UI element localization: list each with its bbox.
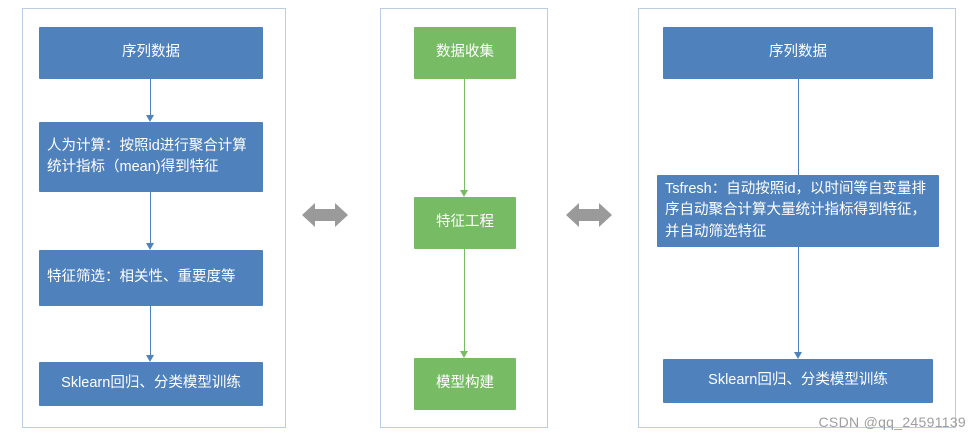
panel-pipeline: 数据收集 特征工程 模型构建 <box>380 8 548 428</box>
node-tsfresh-auto: Tsfresh：自动按照id，以时间等自变量排序自动聚合计算大量统计指标得到特征… <box>657 175 939 247</box>
connector-line <box>798 247 799 355</box>
node-sklearn-train-2: Sklearn回归、分类模型训练 <box>663 359 933 403</box>
connector-line <box>150 306 151 358</box>
watermark-text: CSDN @qq_24591139 <box>818 414 966 430</box>
node-model-build: 模型构建 <box>414 358 516 410</box>
node-manual-compute: 人为计算：按照id进行聚合计算统计指标（mean)得到特征 <box>39 122 263 192</box>
node-seq-data: 序列数据 <box>39 27 263 79</box>
connector-arrowhead <box>460 190 468 197</box>
connector-arrowhead <box>146 355 154 362</box>
connector-arrowhead <box>146 115 154 122</box>
connector-line <box>150 192 151 246</box>
connector-line <box>464 79 465 193</box>
connector-line <box>798 79 799 179</box>
panel-tsfresh-flow: 序列数据 Tsfresh：自动按照id，以时间等自变量排序自动聚合计算大量统计指… <box>638 8 956 428</box>
connector-arrowhead <box>794 352 802 359</box>
connector-arrowhead <box>460 351 468 358</box>
double-arrow-left-mid <box>302 200 348 230</box>
double-arrow-mid-right <box>566 200 612 230</box>
node-feature-engineering: 特征工程 <box>414 197 516 249</box>
panel-manual-flow: 序列数据 人为计算：按照id进行聚合计算统计指标（mean)得到特征 特征筛选：… <box>22 8 286 428</box>
connector-line <box>464 249 465 354</box>
node-feature-select: 特征筛选：相关性、重要度等 <box>39 250 263 306</box>
node-data-collect: 数据收集 <box>414 27 516 79</box>
node-seq-data-2: 序列数据 <box>663 27 933 79</box>
connector-arrowhead <box>146 243 154 250</box>
node-sklearn-train: Sklearn回归、分类模型训练 <box>39 362 263 406</box>
connector-line <box>150 79 151 118</box>
